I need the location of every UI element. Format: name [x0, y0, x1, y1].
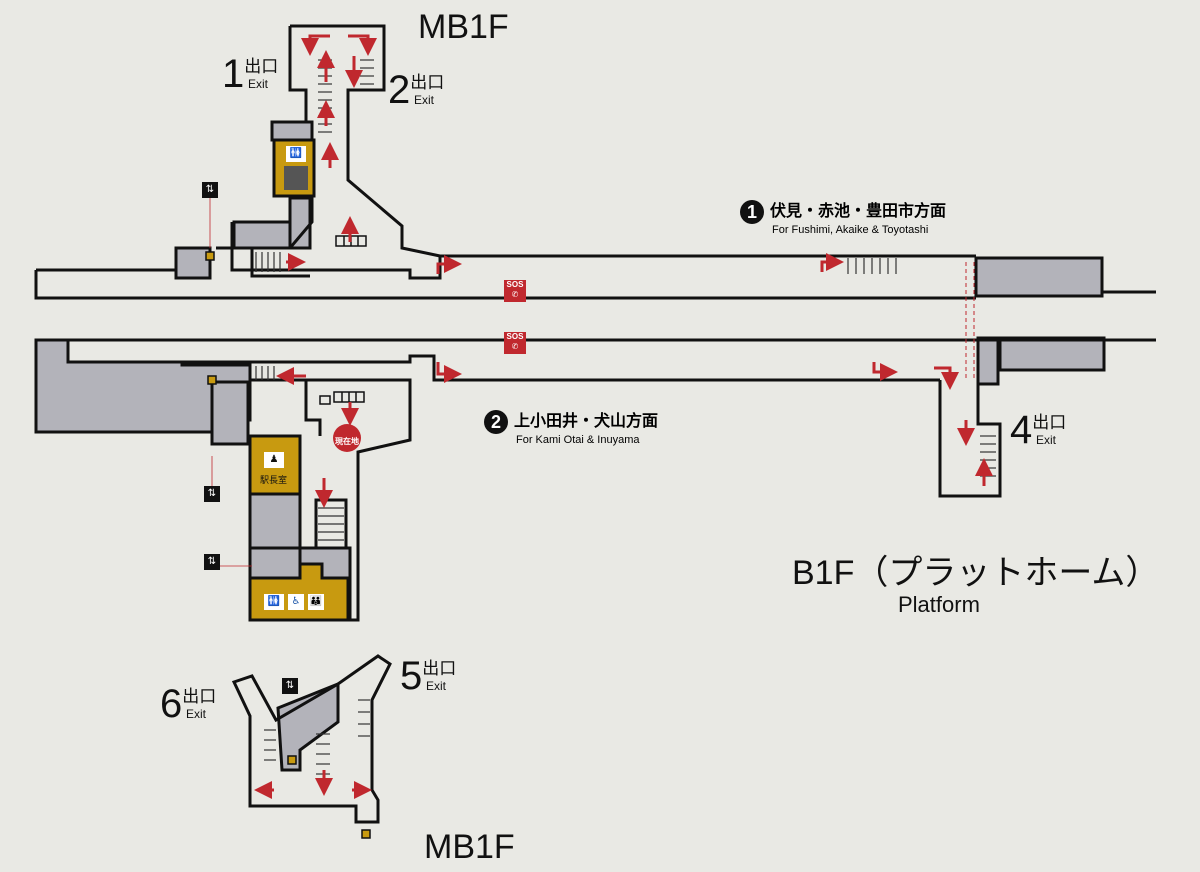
exit56-outline — [231, 654, 392, 824]
stairs-exit2 — [360, 59, 374, 85]
elevator-icon: ⇅ — [204, 554, 220, 570]
exit6-block — [276, 681, 340, 772]
station-office-label: 駅長室 — [260, 475, 288, 485]
stairs-lower-left — [255, 366, 275, 380]
platform-edge-block — [976, 336, 1000, 386]
exit-4: 4出口 Exit — [1010, 408, 1067, 452]
lower-gray-room-a — [248, 492, 302, 550]
small-markers — [205, 251, 371, 839]
restroom-icon: 🚻 — [264, 594, 284, 610]
floor-label-top: MB1F — [418, 8, 509, 46]
exit12-outline — [272, 24, 441, 258]
exit-1: 1出口 Exit — [222, 52, 279, 96]
lower-platform-edge — [68, 354, 940, 382]
stairs-exit56 — [264, 699, 370, 775]
route-arrows — [254, 34, 993, 799]
elevator-icon: ⇅ — [282, 678, 298, 694]
exit4-outline — [938, 380, 1002, 498]
stairs-lower-concourse — [318, 507, 344, 541]
upper-left-wall — [230, 196, 314, 278]
platform-track-upper — [974, 256, 1104, 298]
elevator-icon: ⇅ — [202, 182, 218, 198]
upper-track-outline — [34, 256, 1156, 300]
upper-platform-edge — [216, 246, 976, 280]
elevator-icon: ⇅ — [204, 486, 220, 502]
ticket-gates — [333, 235, 367, 403]
platform-track-lower — [998, 336, 1106, 372]
restroom-icon: 🚻 — [286, 146, 306, 162]
left-corridor — [210, 380, 250, 446]
accessible-icon: ♿ — [288, 594, 304, 610]
floor-label-bottom: MB1F — [424, 828, 515, 866]
floor-label-platform-en: Platform — [898, 592, 980, 617]
upper-corridor-block — [270, 120, 314, 142]
current-location-icon: 現在地 — [333, 424, 361, 452]
stairs-exit4 — [980, 435, 996, 477]
stairs-upper-left — [255, 252, 281, 272]
upper-left-room — [174, 246, 212, 280]
lower-gray-room-b — [248, 546, 302, 580]
emergency-phone-icon: SOS✆ — [504, 280, 526, 302]
exit-5: 5出口 Exit — [400, 654, 457, 698]
lower-concourse-outline — [250, 378, 412, 622]
floor-label-platform: B1F（プラットホーム） — [792, 554, 1160, 592]
station-master-icon: ♟ — [264, 452, 284, 468]
lower-stair-wall — [314, 498, 348, 550]
restroom-icon: 👪 — [308, 594, 324, 610]
emergency-phone-icon: SOS✆ — [504, 332, 526, 354]
upper-side-block — [232, 220, 292, 250]
upper-stair-block — [288, 196, 312, 250]
stairs-platform-upper — [847, 258, 897, 274]
exit-2: 2出口 Exit — [388, 68, 445, 112]
exit-6: 6出口 Exit — [160, 682, 217, 726]
walkway-dashed — [965, 262, 975, 380]
photo-patch — [284, 166, 308, 190]
